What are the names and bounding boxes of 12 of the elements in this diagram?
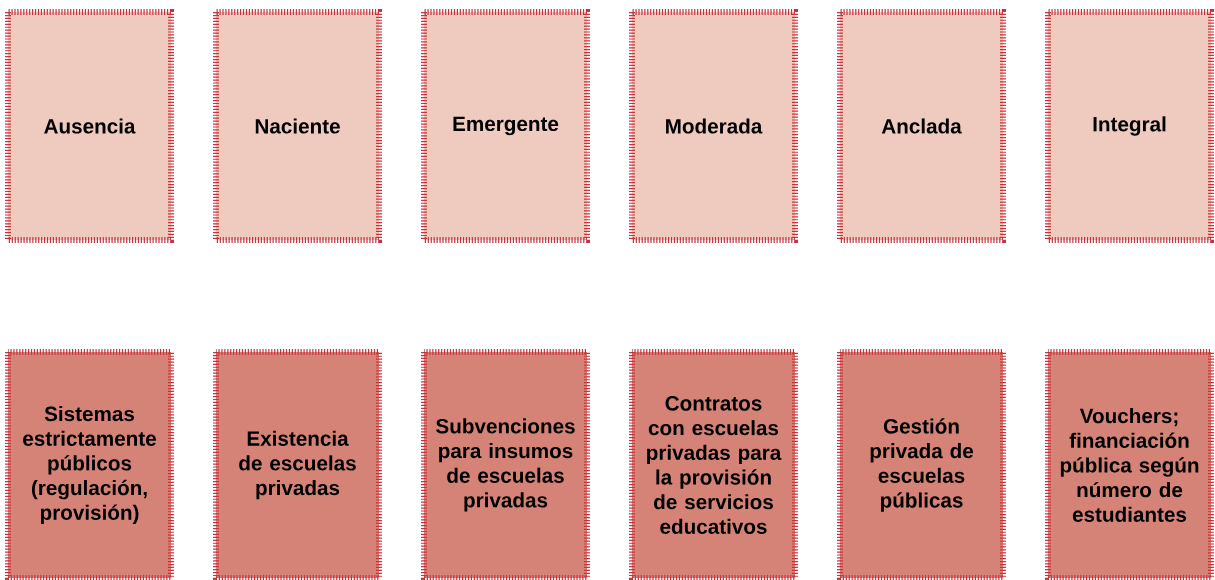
stage-box: Sistemas estrictamente públicos (regulación, provisión) — [5, 349, 174, 580]
stage-box: Integral — [1045, 9, 1214, 243]
stage-box: Existencia de escuelas privadas — [213, 349, 382, 580]
stage-box: Anclada — [837, 9, 1006, 243]
stage-box: Moderada — [629, 9, 798, 243]
stage-box: Naciente — [213, 9, 382, 243]
stage-box: Ausencia — [5, 9, 174, 243]
stage-box: Vouchers; financiación pública según número de estudiantes — [1045, 349, 1214, 580]
stage-box: Contratos con escuelas privadas para la provisión de servicios educativos — [629, 349, 798, 580]
stage-box: Gestión privada de escuelas públicas — [837, 349, 1006, 580]
stage-box: Subvenciones para insumos de escuelas privadas — [421, 349, 590, 580]
stage-box: Emergente — [421, 9, 590, 243]
